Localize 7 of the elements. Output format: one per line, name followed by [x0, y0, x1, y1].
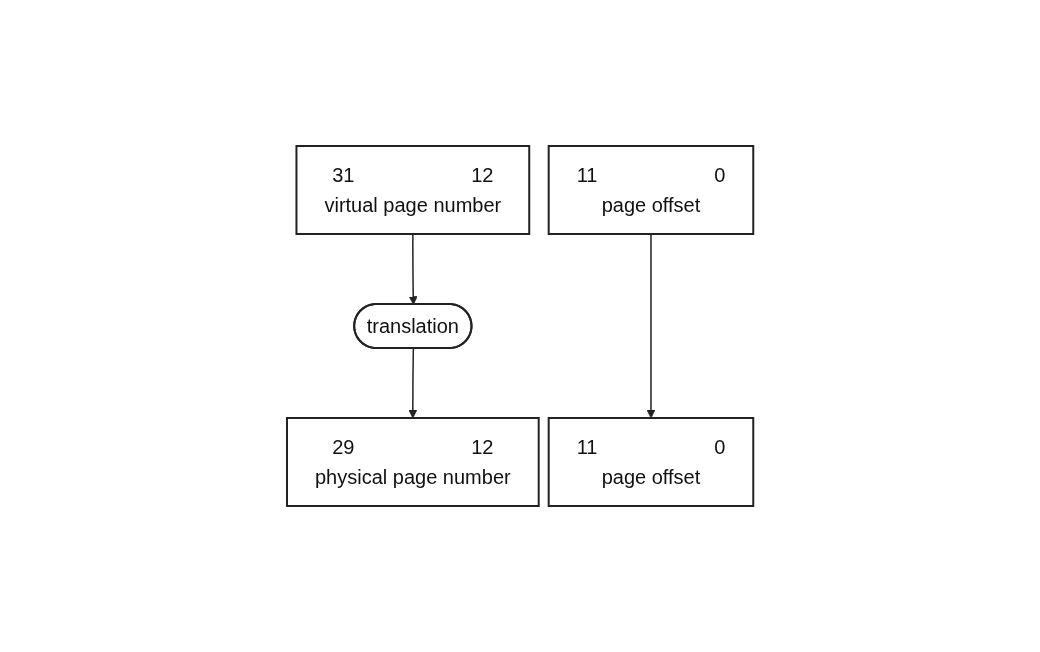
- arrow: [408, 347, 418, 419]
- arrow: [646, 233, 656, 419]
- node-box: 11 0 page offset: [547, 417, 755, 507]
- arrow: [408, 233, 418, 305]
- node-box: 11 0 page offset: [547, 145, 755, 235]
- node-box: 31 12 virtual page number: [295, 145, 531, 235]
- node-box: 29 12 physical page number: [285, 417, 540, 507]
